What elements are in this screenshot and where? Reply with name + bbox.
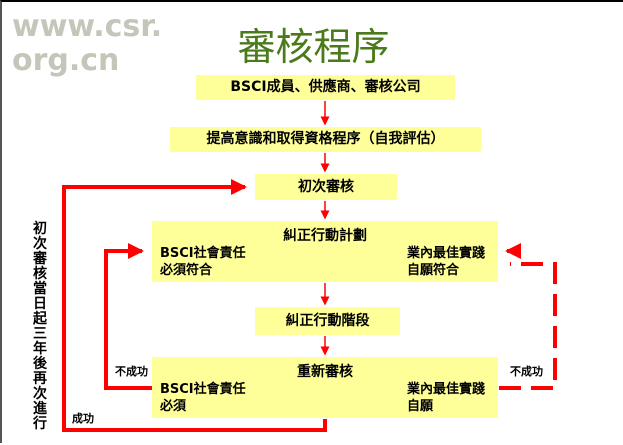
step-members: BSCI成員、供應商、審核公司 <box>196 75 455 100</box>
fail-left-label: 不成功 <box>115 365 148 378</box>
reaudit-left: BSCI社會責任必須 <box>160 381 246 415</box>
success-label: 成功 <box>72 412 94 425</box>
fail-left-loop <box>104 243 152 390</box>
watermark: www.csr.org.cn <box>12 9 163 78</box>
plan-left-line1: BSCI社會責任 <box>160 246 246 261</box>
reaudit-left-line2: 必須 <box>160 399 187 414</box>
plan-right-line2: 自願符合 <box>407 263 460 278</box>
fail-right-loop <box>499 262 557 390</box>
reaudit-right-line2: 自願 <box>407 399 434 414</box>
plan-right: 業內最佳實踐自願符合 <box>407 245 485 279</box>
cycle-label: 初次審核當日起三年後再次進行 <box>33 221 47 432</box>
step-reaudit: 重新審核 BSCI社會責任必須 業內最佳實踐自願 <box>152 357 498 418</box>
reaudit-right: 業內最佳實踐自願 <box>407 381 485 415</box>
step-awareness: 提高意識和取得資格程序（自我評估） <box>170 127 481 152</box>
success-loop <box>62 179 327 432</box>
fail-right-label: 不成功 <box>510 365 543 378</box>
plan-left: BSCI社會責任必須符合 <box>160 245 246 279</box>
plan-right-line1: 業內最佳實踐 <box>407 246 486 261</box>
corrective-plan-title: 糾正行動計劃 <box>283 228 367 244</box>
reaudit-left-line1: BSCI社會責任 <box>160 382 246 397</box>
step-corrective-phase: 糾正行動階段 <box>255 307 400 335</box>
reaudit-title: 重新審核 <box>297 364 353 380</box>
step-corrective-plan: 糾正行動計劃 BSCI社會責任必須符合 業內最佳實踐自願符合 <box>152 221 498 282</box>
plan-left-line2: 必須符合 <box>160 263 213 278</box>
reaudit-right-line1: 業內最佳實踐 <box>407 382 486 397</box>
step-initial-audit: 初次審核 <box>255 174 397 200</box>
page-title: 審核程序 <box>237 25 390 69</box>
